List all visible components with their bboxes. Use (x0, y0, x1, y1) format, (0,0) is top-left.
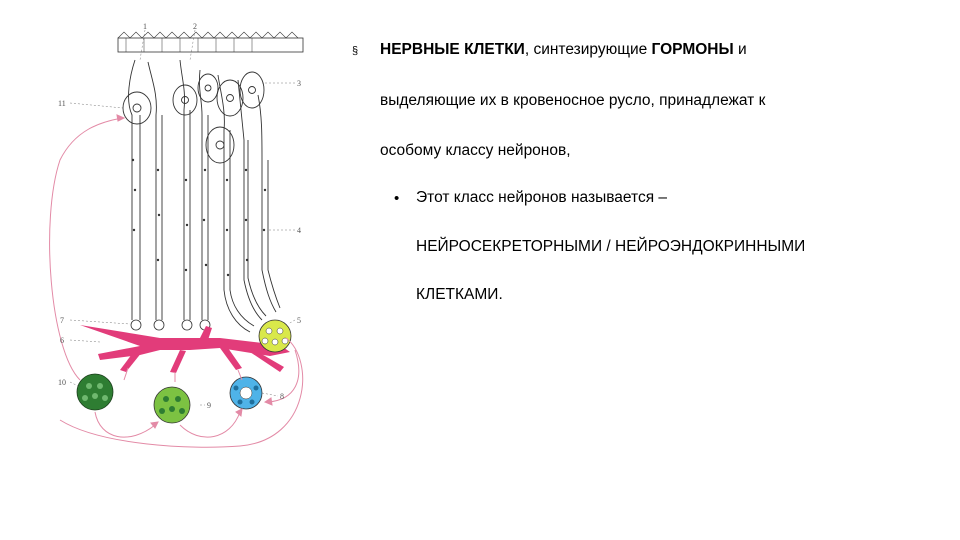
fig-label-4: 4 (297, 226, 301, 235)
fig-label-11: 11 (58, 99, 66, 108)
endocrine-cluster-dark-green (77, 374, 113, 410)
para1-line2: выделяющие их в кровеносное русло, прина… (380, 89, 765, 112)
list-bullet-icon: • (394, 187, 399, 210)
endocrine-cluster-yellow (259, 320, 291, 352)
para2-line1: Этот класс нейронов называется – (416, 186, 667, 209)
neuron-bodies (123, 72, 264, 163)
para1-line1: НЕРВНЫЕ КЛЕТКИ, синтезирующие ГОРМОНЫ и (380, 38, 747, 61)
fig-label-7: 7 (60, 316, 64, 325)
para2-line3: КЛЕТКАМИ. (416, 283, 503, 306)
para1-text2: и (734, 41, 747, 58)
para2-bold: КЛЕТКАМИ (416, 286, 498, 303)
para1-line3: особому классу нейронов, (380, 139, 571, 162)
section-bullet-icon: § (352, 40, 358, 63)
fig-label-8: 8 (280, 392, 284, 401)
fig-label-2: 2 (193, 22, 197, 31)
blood-vessel (80, 325, 290, 373)
fig-label-10: 10 (58, 378, 66, 387)
secretory-granules (132, 159, 266, 276)
axon-terminals (131, 320, 210, 330)
epithelium-strip (118, 32, 303, 52)
endocrine-cluster-light-green (154, 387, 190, 423)
fig-label-1: 1 (143, 22, 147, 31)
neurosecretory-diagram: 1 2 3 11 4 7 6 5 10 9 8 (40, 20, 310, 460)
fig-label-9: 9 (207, 401, 211, 410)
fig-label-6: 6 (60, 336, 64, 345)
endocrine-cluster-blue (230, 377, 262, 409)
para1-bold2: ГОРМОНЫ (652, 41, 734, 58)
para2-tail: . (498, 286, 502, 303)
fig-label-5: 5 (297, 316, 301, 325)
fig-label-3: 3 (297, 79, 301, 88)
para2-line2: НЕЙРОСЕКРЕТОРНЫМИ / НЕЙРОЭНДОКРИННЫМИ (416, 235, 805, 258)
para1-bold1: НЕРВНЫЕ КЛЕТКИ (380, 41, 525, 58)
para1-text1: , синтезирующие (525, 41, 652, 58)
